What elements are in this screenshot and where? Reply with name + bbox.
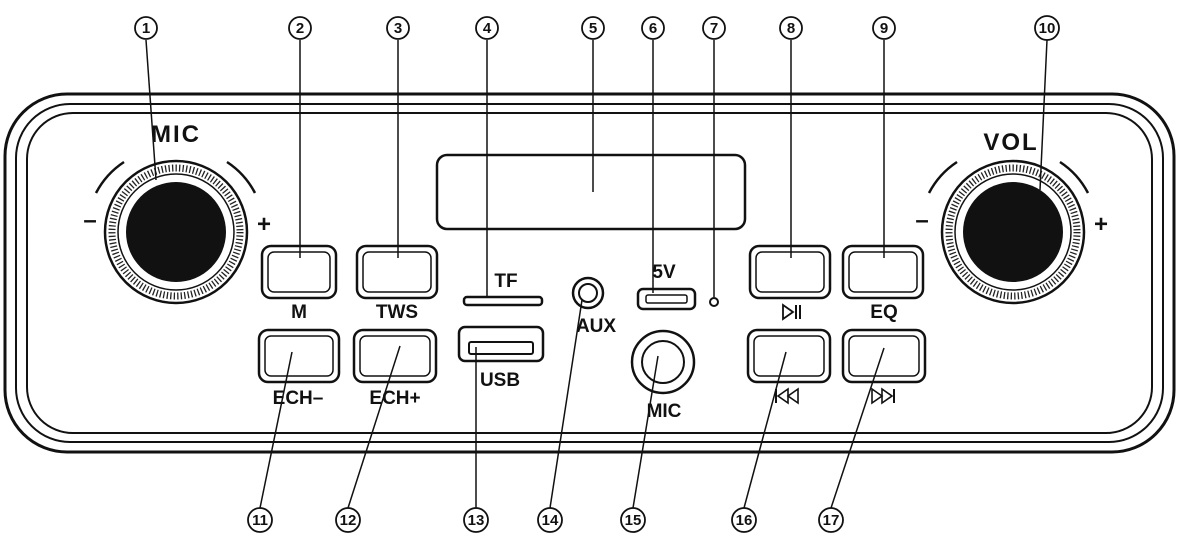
- callout-5: 5: [581, 16, 605, 40]
- play-pause-button[interactable]: [748, 244, 832, 300]
- callout-4: 4: [475, 16, 499, 40]
- callout-6: 6: [641, 16, 665, 40]
- next-track-button[interactable]: [841, 328, 927, 384]
- eq-button[interactable]: [841, 244, 925, 300]
- mode-button-label: M: [291, 302, 307, 323]
- callout-4-number: 4: [483, 20, 492, 37]
- master-volume-knob[interactable]: [927, 159, 1090, 305]
- aux-jack[interactable]: [571, 276, 605, 310]
- callout-5-number: 5: [589, 20, 597, 37]
- indicator-led: [709, 297, 719, 307]
- callout-13: 13: [463, 507, 489, 533]
- callout-7-number: 7: [710, 20, 718, 37]
- callout-9: 9: [872, 16, 896, 40]
- echo-down-label: ECH–: [273, 388, 324, 409]
- vol-knob-minus-sign: –: [915, 207, 928, 234]
- panel-outline: [3, 92, 1176, 454]
- echo-up-button[interactable]: [352, 328, 438, 384]
- callout-16: 16: [731, 507, 757, 533]
- usb-port[interactable]: [457, 325, 545, 363]
- callout-14-number: 14: [542, 512, 559, 529]
- vol-knob-label: VOL: [983, 129, 1038, 156]
- callout-1: 1: [134, 16, 158, 40]
- play-pause-icon: [782, 303, 801, 321]
- callout-8-number: 8: [787, 20, 795, 37]
- callout-3: 3: [386, 16, 410, 40]
- aux-jack-label: AUX: [576, 316, 616, 337]
- next-track-icon: [871, 387, 895, 405]
- previous-track-button[interactable]: [746, 328, 832, 384]
- callout-8: 8: [779, 16, 803, 40]
- tws-button[interactable]: [355, 244, 439, 300]
- echo-down-button[interactable]: [257, 328, 341, 384]
- vol-knob-plus-sign: +: [1094, 211, 1108, 238]
- tws-button-label: TWS: [376, 302, 418, 323]
- 5v-power-port[interactable]: [636, 287, 697, 311]
- callout-1-number: 1: [142, 20, 150, 37]
- 5v-port-label: 5V: [652, 262, 676, 283]
- mic-input-jack[interactable]: [630, 329, 696, 395]
- usb-port-label: USB: [480, 370, 520, 391]
- callout-6-number: 6: [649, 20, 657, 37]
- callout-17: 17: [818, 507, 844, 533]
- callout-11-number: 11: [252, 512, 268, 529]
- callout-leader-lines: [145, 39, 1048, 509]
- tf-slot-label: TF: [494, 271, 517, 292]
- callout-17-number: 17: [823, 512, 840, 529]
- callout-2: 2: [288, 16, 312, 40]
- mic-knob-minus-sign: –: [83, 207, 96, 234]
- callout-13-number: 13: [468, 512, 485, 529]
- echo-up-label: ECH+: [369, 388, 420, 409]
- callout-3-number: 3: [394, 20, 402, 37]
- callout-10-number: 10: [1039, 20, 1056, 37]
- callout-16-number: 16: [736, 512, 753, 529]
- callout-12-number: 12: [340, 512, 357, 529]
- mic-volume-knob[interactable]: [94, 159, 257, 305]
- mode-button[interactable]: [260, 244, 338, 300]
- callout-12: 12: [335, 507, 361, 533]
- callout-15-number: 15: [625, 512, 642, 529]
- callout-9-number: 9: [880, 20, 888, 37]
- callout-11: 11: [247, 507, 273, 533]
- callout-14: 14: [537, 507, 563, 533]
- callout-7: 7: [702, 16, 726, 40]
- tf-card-slot[interactable]: [462, 295, 544, 307]
- callout-10: 10: [1034, 15, 1060, 41]
- callout-15: 15: [620, 507, 646, 533]
- mic-jack-label: MIC: [647, 401, 682, 422]
- callout-2-number: 2: [296, 20, 304, 37]
- previous-track-icon: [775, 387, 799, 405]
- mic-knob-label: MIC: [151, 121, 201, 148]
- display-window: [435, 153, 747, 231]
- mic-knob-plus-sign: +: [257, 211, 271, 238]
- eq-button-label: EQ: [870, 302, 897, 323]
